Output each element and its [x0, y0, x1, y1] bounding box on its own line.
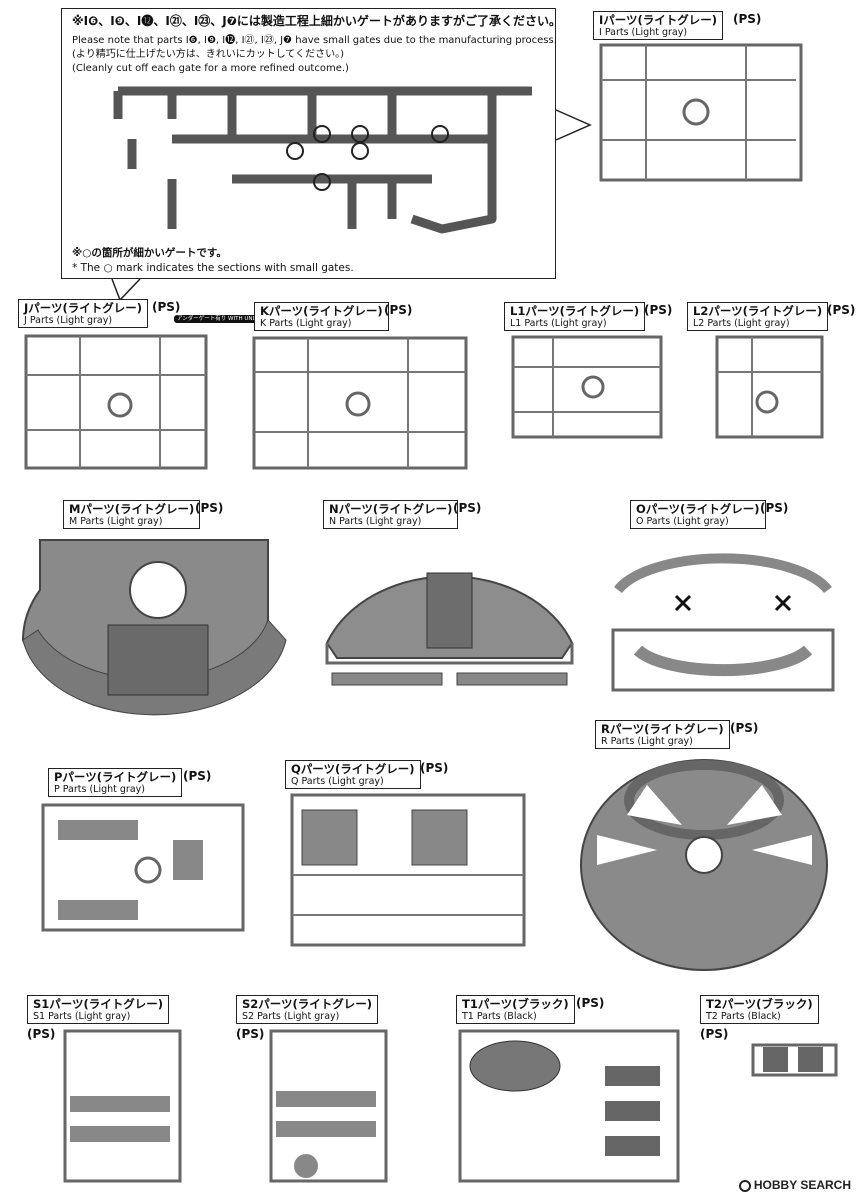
- sprue-M: [21, 539, 287, 716]
- sprue-L1: [511, 335, 663, 439]
- under-gate-badge: アンダーゲート有り WITH UNDER GATES: [174, 315, 287, 323]
- material-R: (PS): [730, 721, 759, 735]
- hobby-search-logo-icon: [738, 1179, 751, 1192]
- notice-jp: ※I❻、I❾、I⓬、I㉑、I㉓、J❼には製造工程上細かいゲートがありますがご了承…: [72, 14, 561, 28]
- part-label-R: Rパーツ(ライトグレー) R Parts (Light gray): [595, 720, 730, 749]
- part-label-J: Jパーツ(ライトグレー) J Parts (Light gray): [18, 299, 149, 328]
- sprue-R: [580, 759, 828, 971]
- sprue-Q: [290, 793, 526, 947]
- sprue-T1: [458, 1029, 680, 1183]
- part-label-L1: L1パーツ(ライトグレー) L1 Parts (Light gray): [504, 302, 646, 331]
- gate-closeup-diagram: [113, 86, 532, 234]
- material-Q: (PS): [420, 761, 449, 775]
- material-S2: (PS): [236, 1027, 265, 1041]
- part-label-M: Mパーツ(ライトグレー) M Parts (Light gray): [63, 500, 201, 529]
- part-label-N: Nパーツ(ライトグレー) N Parts (Light gray): [323, 500, 459, 529]
- part-label-O: Oパーツ(ライトグレー) O Parts (Light gray): [630, 500, 766, 529]
- sprue-L2: [715, 335, 824, 439]
- notice-en: Please note that parts I❻, I❾, I⓬, I㉑, I…: [72, 35, 557, 46]
- material-J: (PS): [152, 300, 181, 314]
- sprue-N: [325, 572, 574, 686]
- part-label-S2: S2パーツ(ライトグレー) S2 Parts (Light gray): [236, 995, 379, 1024]
- material-T1: (PS): [576, 996, 605, 1010]
- notice-tip-en: (Cleanly cut off each gate for a more re…: [72, 63, 349, 74]
- material-M: (PS): [195, 501, 224, 515]
- hobby-search-watermark: HOBBY SEARCH: [738, 1178, 851, 1192]
- sprue-O: [611, 553, 835, 692]
- material-O: (PS): [760, 501, 789, 515]
- material-S1: (PS): [27, 1027, 56, 1041]
- sprue-J: [24, 334, 208, 470]
- sprue-P: [41, 803, 245, 932]
- material-P: (PS): [183, 769, 212, 783]
- gate-notice-box: ※I❻、I❾、I⓬、I㉑、I㉓、J❼には製造工程上細かいゲートがありますがご了承…: [61, 8, 561, 279]
- notice-mark-en: * The ○ mark indicates the sections with…: [72, 262, 354, 274]
- material-L2: (PS): [827, 303, 856, 317]
- part-label-L2: L2パーツ(ライトグレー) L2 Parts (Light gray): [687, 302, 829, 331]
- part-label-P: Pパーツ(ライトグレー) P Parts (Light gray): [48, 768, 183, 797]
- part-label-S1: S1パーツ(ライトグレー) S1 Parts (Light gray): [27, 995, 170, 1024]
- part-label-I: Iパーツ(ライトグレー) I Parts (Light gray): [593, 11, 724, 40]
- material-T2: (PS): [700, 1027, 729, 1041]
- sprue-T2: [751, 1043, 838, 1077]
- part-label-T2: T2パーツ(ブラック) T2 Parts (Black): [700, 995, 819, 1024]
- notice-tip-jp: (より精巧に仕上げたい方は、きれいにカットしてください。): [72, 49, 345, 60]
- sprue-I: [599, 43, 803, 182]
- sprue-S2: [269, 1029, 388, 1183]
- material-N: (PS): [453, 501, 482, 515]
- notice-mark-jp: ※○の箇所が細かいゲートです。: [72, 247, 227, 259]
- sprue-K: [252, 336, 468, 470]
- part-label-Q: Qパーツ(ライトグレー) Q Parts (Light gray): [285, 760, 421, 789]
- part-label-K: Kパーツ(ライトグレー) K Parts (Light gray): [254, 302, 389, 331]
- material-I: (PS): [733, 12, 762, 26]
- material-L1: (PS): [644, 303, 673, 317]
- sprue-S1: [63, 1029, 182, 1183]
- part-label-T1: T1パーツ(ブラック) T1 Parts (Black): [456, 995, 575, 1024]
- material-K: (PS): [384, 303, 413, 317]
